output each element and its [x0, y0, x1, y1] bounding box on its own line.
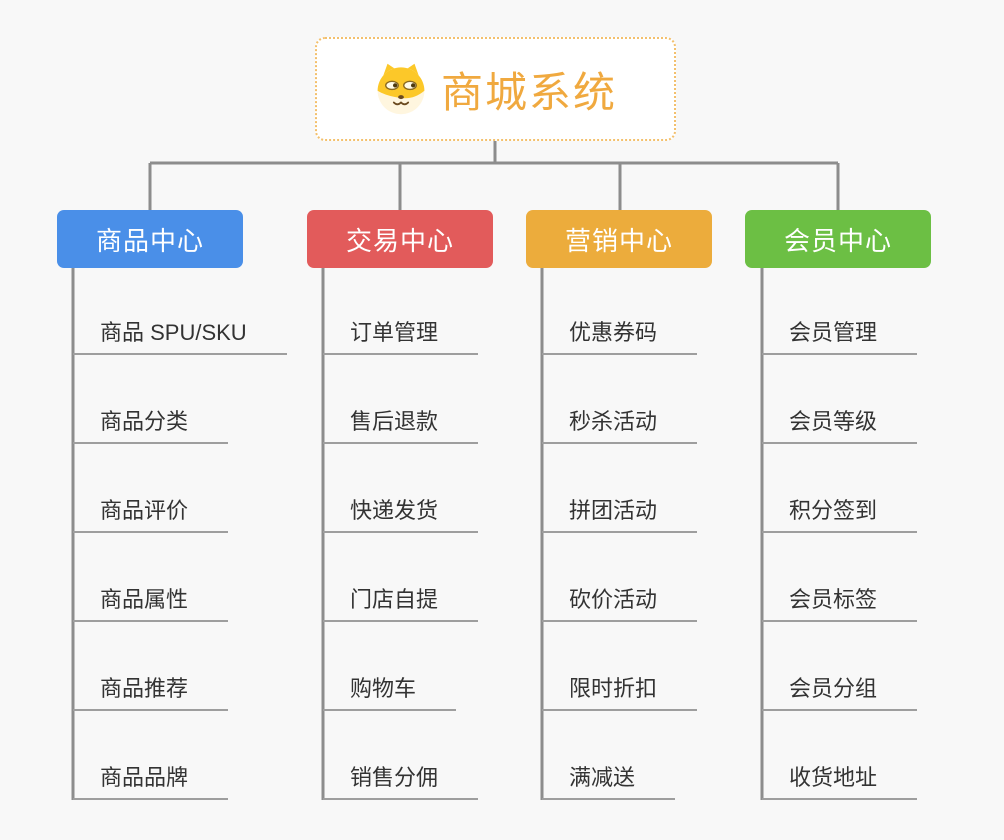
- leaf-node[interactable]: 拼团活动: [542, 497, 698, 533]
- leaf-node[interactable]: 门店自提: [323, 586, 479, 622]
- leaf-node[interactable]: 收货地址: [762, 764, 918, 800]
- leaf-node[interactable]: 销售分佣: [323, 764, 479, 800]
- leaf-node[interactable]: 快递发货: [323, 497, 479, 533]
- leaf-node[interactable]: 商品分类: [73, 408, 229, 444]
- branch-node-member-center[interactable]: 会员中心: [745, 210, 931, 268]
- doge-face-icon: [374, 62, 428, 116]
- leaf-node[interactable]: 砍价活动: [542, 586, 698, 622]
- leaf-node[interactable]: 商品推荐: [73, 675, 229, 711]
- leaf-node[interactable]: 会员分组: [762, 675, 918, 711]
- leaf-node[interactable]: 限时折扣: [542, 675, 698, 711]
- branch-node-marketing-center[interactable]: 营销中心: [526, 210, 712, 268]
- root-title: 商城系统: [440, 68, 617, 116]
- leaf-node[interactable]: 会员标签: [762, 586, 918, 622]
- branch-node-trade-center[interactable]: 交易中心: [307, 210, 493, 268]
- root-node[interactable]: 商城系统: [315, 37, 676, 141]
- branch-node-product-center[interactable]: 商品中心: [57, 210, 243, 268]
- leaf-node[interactable]: 会员管理: [762, 319, 918, 355]
- leaf-node[interactable]: 积分签到: [762, 497, 918, 533]
- leaf-node[interactable]: 商品属性: [73, 586, 229, 622]
- leaf-node[interactable]: 秒杀活动: [542, 408, 698, 444]
- leaf-node[interactable]: 购物车: [323, 675, 457, 711]
- leaf-node[interactable]: 商品品牌: [73, 764, 229, 800]
- leaf-node[interactable]: 售后退款: [323, 408, 479, 444]
- leaf-node[interactable]: 优惠券码: [542, 319, 698, 355]
- leaf-node[interactable]: 商品 SPU/SKU: [73, 319, 287, 355]
- leaf-node[interactable]: 商品评价: [73, 497, 229, 533]
- leaf-node[interactable]: 会员等级: [762, 408, 918, 444]
- leaf-node[interactable]: 满减送: [542, 764, 676, 800]
- leaf-node[interactable]: 订单管理: [323, 319, 479, 355]
